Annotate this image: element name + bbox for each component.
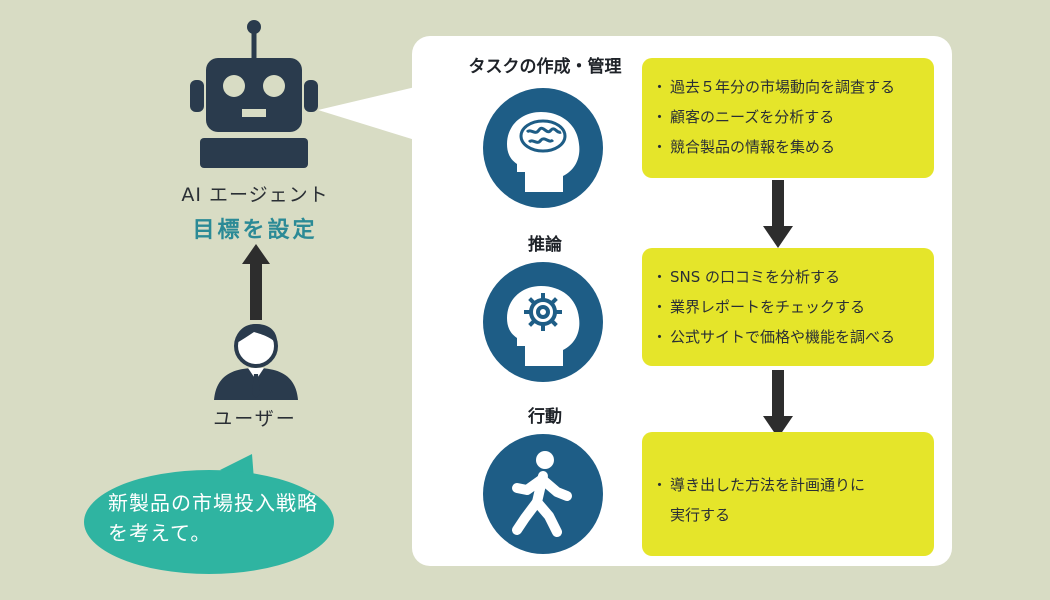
section-title-reasoning: 推論 (528, 235, 562, 255)
section-title-action: 行動 (528, 407, 562, 427)
bullet: ・ (652, 328, 668, 346)
goal-label: 目標を設定 (192, 218, 318, 243)
item-text: 顧客のニーズを分析する (670, 108, 835, 126)
list-item: ・業界レポートをチェックする (642, 292, 934, 322)
action-items-box: ・導き出した方法を計画通りに 実行する (642, 432, 934, 556)
bullet: ・ (652, 298, 668, 316)
bullet: ・ (652, 108, 668, 126)
bullet: ・ (652, 476, 668, 494)
section-title-task: タスクの作成・管理 (468, 57, 622, 77)
task-items-box: ・過去５年分の市場動向を調査する ・顧客のニーズを分析する ・競合製品の情報を集… (642, 58, 934, 178)
down-arrow-icon (763, 370, 793, 438)
speech-bubble (84, 454, 334, 574)
bullet: ・ (652, 78, 668, 96)
item-text: 公式サイトで価格や機能を調べる (670, 328, 896, 346)
walking-person-icon (483, 434, 603, 554)
bullet: ・ (652, 138, 668, 156)
item-text: 導き出した方法を計画通りに (670, 476, 866, 494)
brain-icon (483, 88, 603, 208)
robot-icon (190, 20, 318, 168)
list-item: ・過去５年分の市場動向を調査する (642, 72, 934, 102)
reasoning-items-box: ・SNS の口コミを分析する ・業界レポートをチェックする ・公式サイトで価格や… (642, 248, 934, 366)
bullet: ・ (652, 268, 668, 286)
list-item: ・競合製品の情報を集める (642, 132, 934, 162)
item-text: 実行する (670, 506, 731, 524)
agent-label: AI エージェント (181, 184, 329, 206)
list-item: ・導き出した方法を計画通りに (642, 470, 934, 500)
item-text: SNS の口コミを分析する (670, 268, 841, 286)
user-request-line-2: を考えて。 (108, 521, 212, 545)
user-avatar-icon (214, 324, 298, 400)
gear-icon (483, 262, 603, 382)
item-text: 過去５年分の市場動向を調査する (670, 78, 896, 96)
list-item: ・顧客のニーズを分析する (642, 102, 934, 132)
list-item: ・公式サイトで価格や機能を調べる (642, 322, 934, 352)
user-label: ユーザー (213, 408, 297, 430)
down-arrow-icon (763, 180, 793, 248)
item-text: 業界レポートをチェックする (670, 298, 866, 316)
user-request-line-1: 新製品の市場投入戦略 (108, 491, 318, 515)
panel-pointer (318, 84, 428, 144)
list-item: ・SNS の口コミを分析する (642, 262, 934, 292)
user-request-text: 新製品の市場投入戦略 を考えて。 (108, 488, 328, 548)
list-item: 実行する (642, 500, 934, 530)
up-arrow-icon (242, 244, 270, 320)
item-text: 競合製品の情報を集める (670, 138, 836, 156)
